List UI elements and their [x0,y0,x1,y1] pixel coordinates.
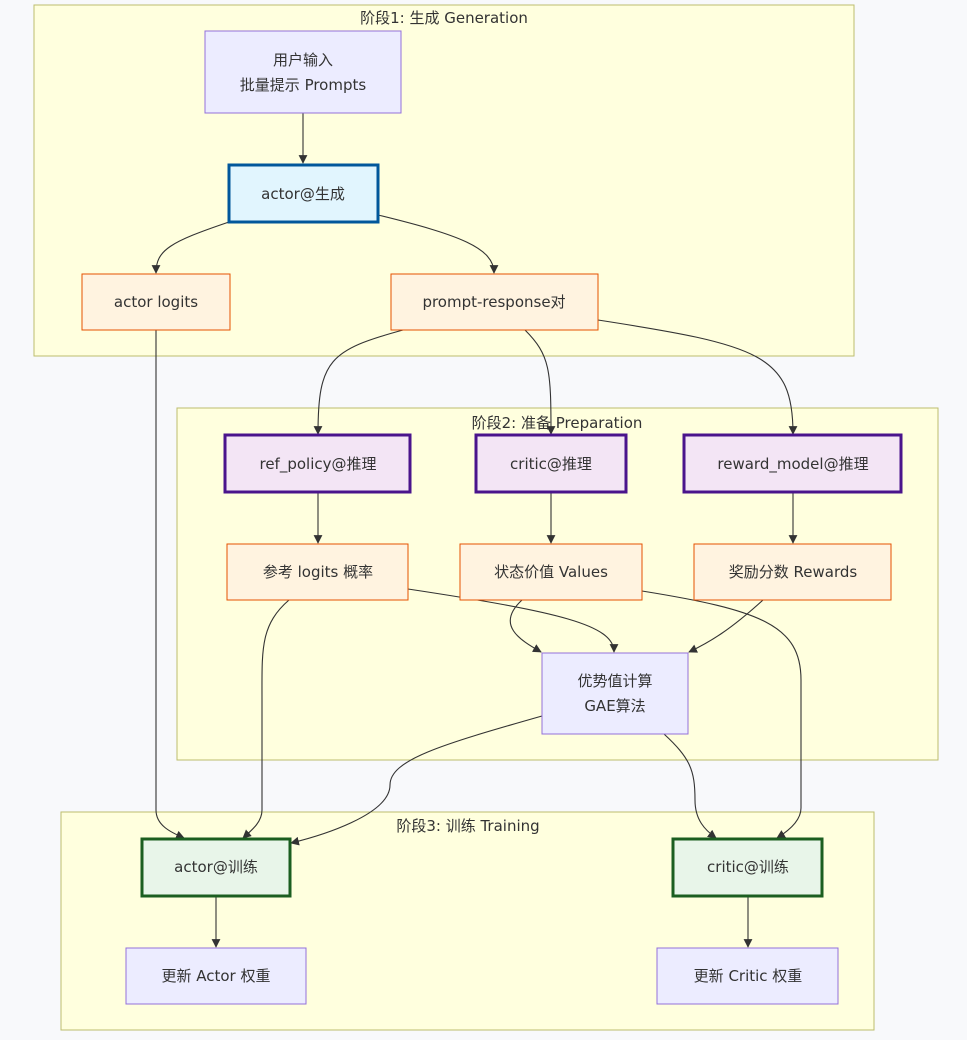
node-ref-policy: ref_policy@推理 [223,433,412,494]
node-reward-model-label: reward_model@推理 [717,455,868,474]
node-rewards-label: 奖励分数 Rewards [729,563,858,581]
edge-rewards-gae [688,599,764,653]
edge-ref-logits-actor-train [242,599,290,839]
cluster-title-training: 阶段3: 训练 Training [396,817,539,835]
node-reward-model: reward_model@推理 [682,433,903,494]
cluster-title-preparation: 阶段2: 准备 Preparation [472,414,643,432]
node-prompts-line-2: 批量提示 Prompts [240,76,367,94]
node-critic-train-label: critic@训练 [707,858,789,876]
node-update-critic: 更新 Critic 权重 [656,947,839,1005]
node-actor-gen-label: actor@生成 [261,185,345,203]
edge-gae-critic-train [663,733,717,839]
node-rewards: 奖励分数 Rewards [693,543,892,601]
node-critic-infer-label: critic@推理 [510,455,592,473]
node-actor-train: actor@训练 [140,837,292,898]
edge-actor-gen-prompt-response [377,214,499,274]
node-values-label: 状态价值 Values [494,563,608,581]
cluster-title-generation: 阶段1: 生成 Generation [360,9,528,27]
node-prompts-line-1: 用户输入 [273,51,333,69]
edge-values-gae [509,599,542,653]
edge-actor-gen-actor-logits [151,221,230,274]
edge-prompt-response-critic-infer [524,329,556,435]
node-critic-infer: critic@推理 [474,433,628,494]
node-ref-logits: 参考 logits 概率 [226,543,409,601]
edge-prompt-response-ref-policy [313,329,404,435]
node-actor-gen: actor@生成 [227,163,380,224]
edge-actor-logits-actor-train [155,330,185,839]
node-values: 状态价值 Values [459,543,643,601]
node-update-actor-label: 更新 Actor 权重 [161,967,270,985]
node-prompt-response-label: prompt-response对 [422,293,565,311]
node-actor-train-label: actor@训练 [174,858,258,876]
edge-gae-actor-train [290,715,543,846]
edge-values-critic-train [641,590,802,839]
node-prompts: 用户输入 批量提示 Prompts [204,30,402,114]
node-critic-train: critic@训练 [671,837,824,898]
node-prompt-response: prompt-response对 [390,273,599,331]
node-layer: 用户输入 批量提示 Prompts actor@生成 actor logits … [81,30,903,1005]
node-ref-logits-label: 参考 logits 概率 [263,563,373,581]
node-ref-policy-label: ref_policy@推理 [259,455,376,474]
node-actor-logits-label: actor logits [114,293,198,311]
node-gae-line-1: 优势值计算 [577,672,652,690]
node-actor-logits: actor logits [81,273,231,331]
node-update-critic-label: 更新 Critic 权重 [694,967,803,985]
node-gae-line-2: GAE算法 [584,697,645,715]
edge-prompt-response-reward-model [597,319,798,435]
node-gae: 优势值计算 GAE算法 [541,652,689,735]
node-update-actor: 更新 Actor 权重 [125,947,307,1005]
edge-layer [151,113,802,948]
